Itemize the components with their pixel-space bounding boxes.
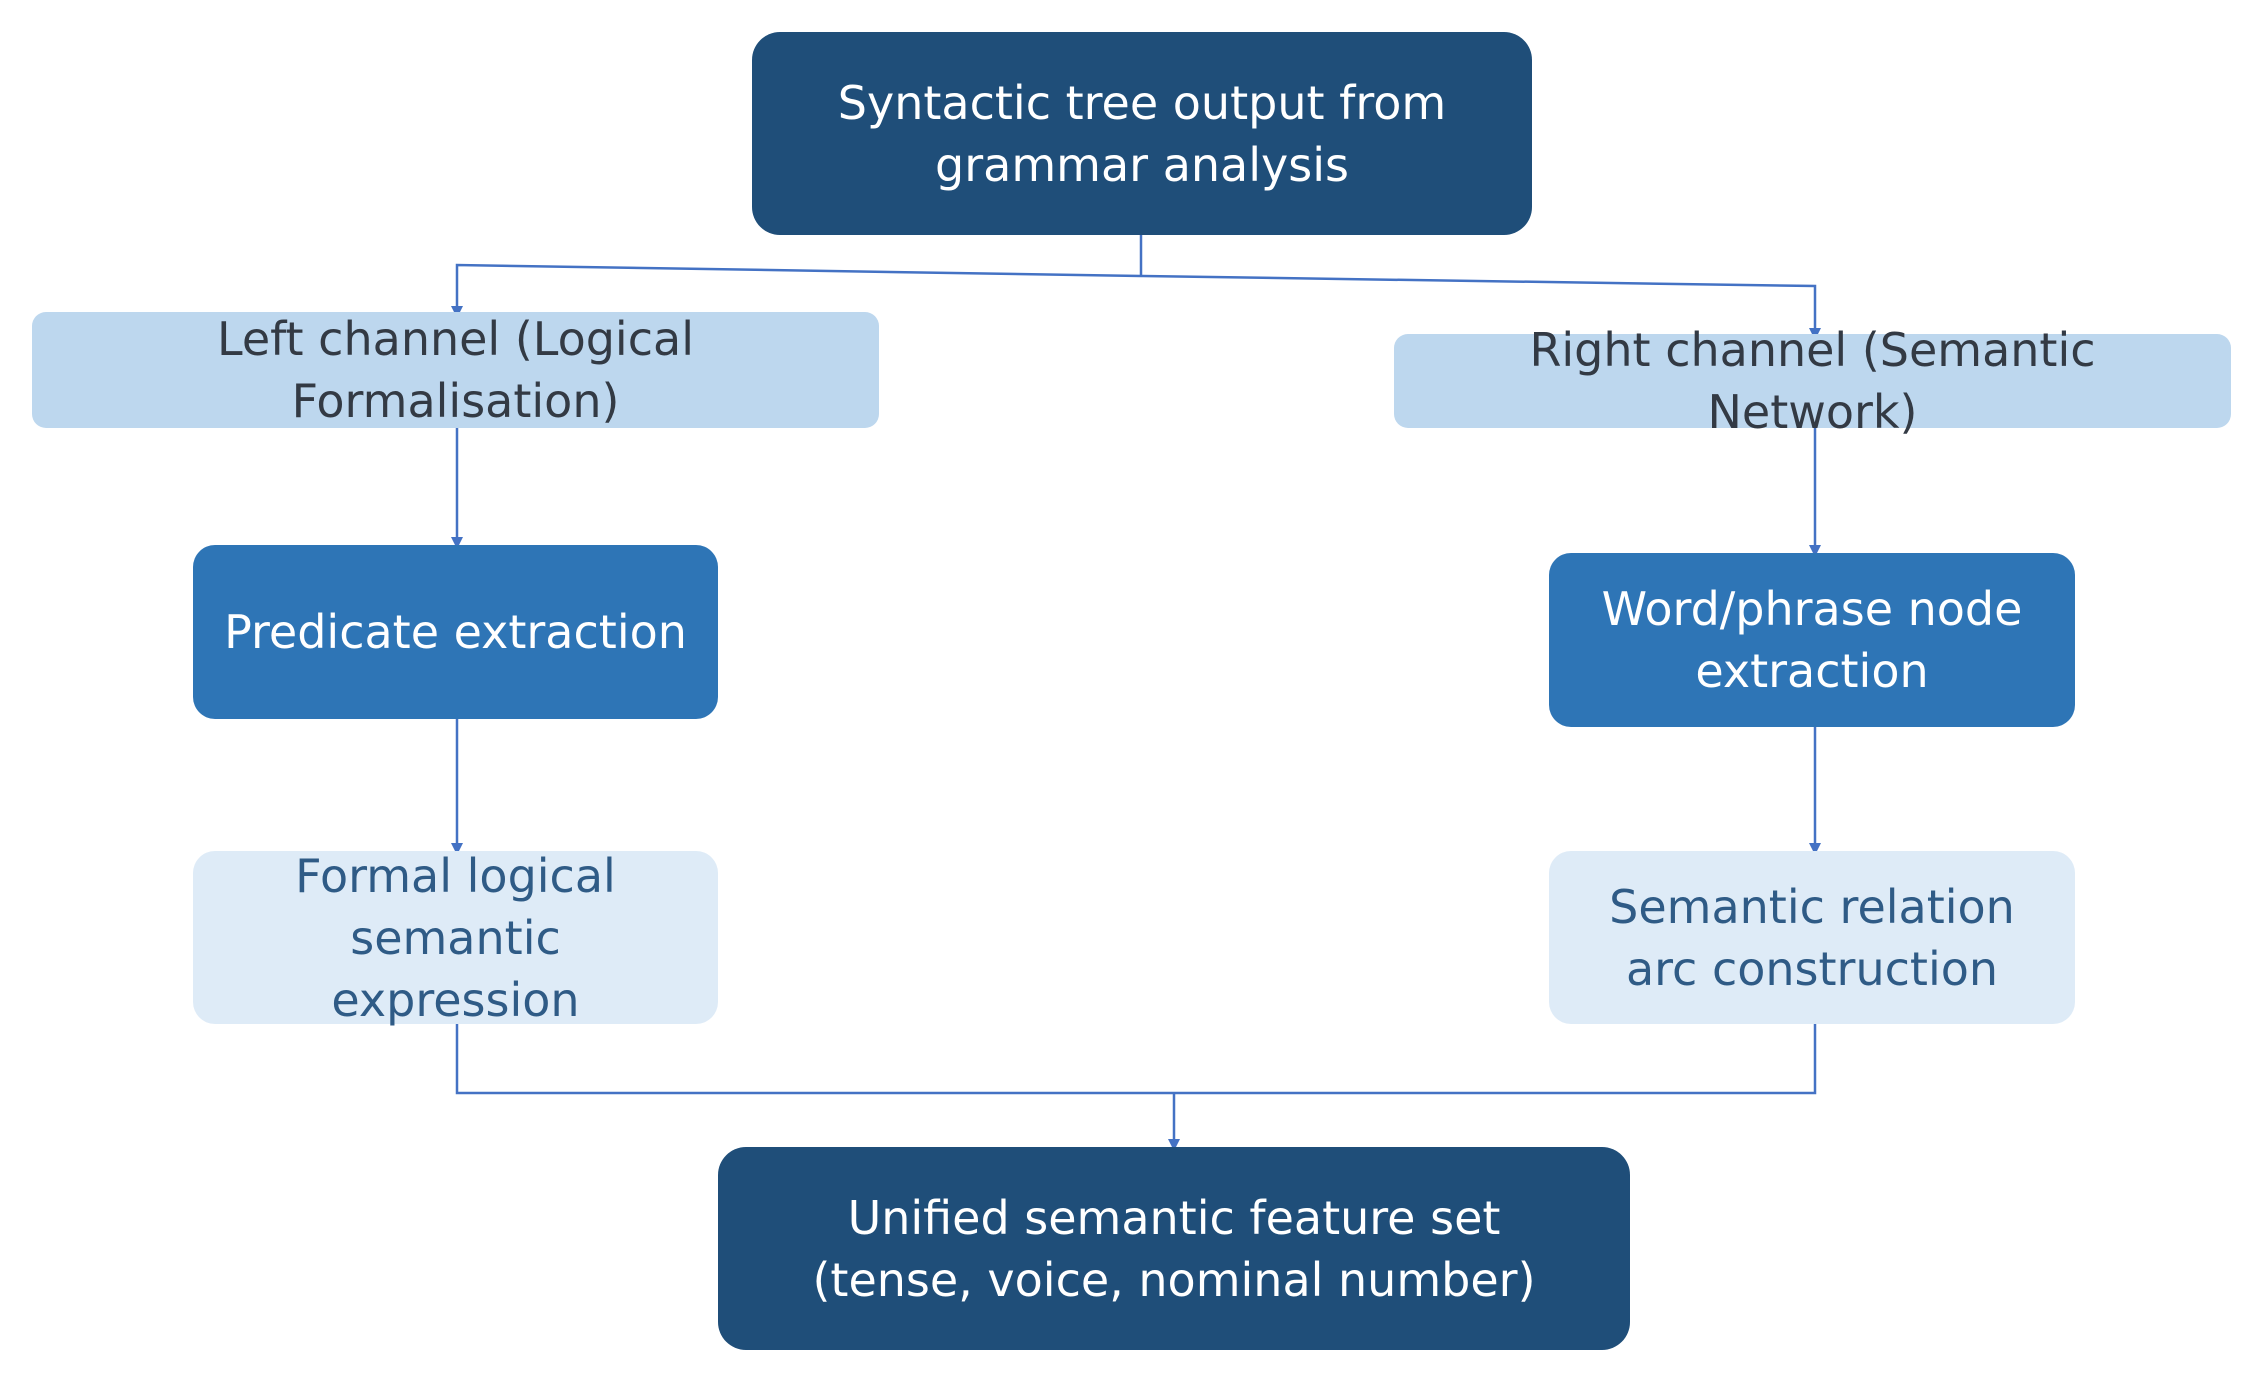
word-phrase-label: Word/phrase node extraction xyxy=(1601,582,2023,698)
predicate-extraction-label: Predicate extraction xyxy=(224,605,687,659)
right-channel-node: Right channel (Semantic Network) xyxy=(1394,323,2231,439)
connector-merge xyxy=(455,1024,1817,1095)
formal-logical-node: Formal logical semantic expression xyxy=(193,849,718,1027)
formal-logical-label: Formal logical semantic expression xyxy=(295,848,616,1027)
semantic-relation-node: Semantic relation arc construction xyxy=(1549,851,2075,1024)
left-channel-label: Left channel (Logical Formalisation) xyxy=(217,312,694,428)
predicate-extraction-node: Predicate extraction xyxy=(193,545,718,719)
connector-to-left-channel xyxy=(451,263,1142,318)
connector-to-right-channel xyxy=(1140,274,1821,340)
syntactic-tree-node: Syntactic tree output from grammar analy… xyxy=(752,32,1532,235)
unified-feature-set-label: Unified semantic feature set (tense, voi… xyxy=(812,1190,1536,1307)
right-channel-label: Right channel (Semantic Network) xyxy=(1529,323,2096,439)
semantic-relation-label: Semantic relation arc construction xyxy=(1609,879,2015,996)
left-channel-node: Left channel (Logical Formalisation) xyxy=(32,312,879,428)
unified-feature-set-node: Unified semantic feature set (tense, voi… xyxy=(718,1147,1630,1350)
syntactic-tree-label: Syntactic tree output from grammar analy… xyxy=(837,75,1447,192)
word-phrase-node: Word/phrase node extraction xyxy=(1549,553,2075,727)
